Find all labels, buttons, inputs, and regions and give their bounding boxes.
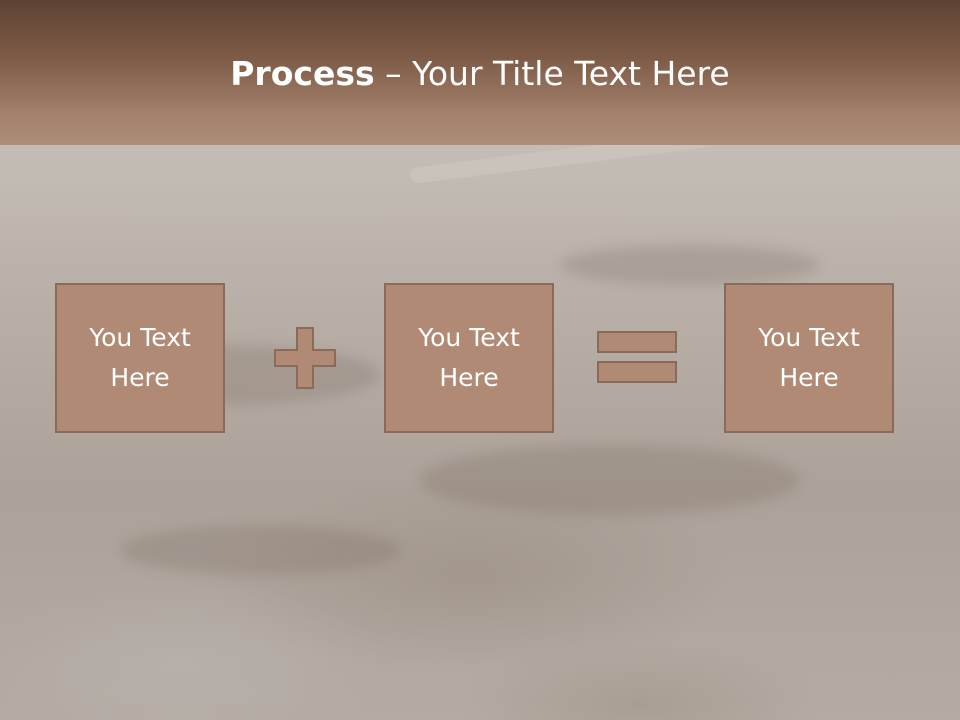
process-box-1: You Text Here: [55, 283, 225, 433]
title-bold: Process: [230, 54, 375, 93]
title-bar: Process – Your Title Text Here: [0, 0, 960, 145]
plus-icon: [274, 327, 336, 389]
title-rest: – Your Title Text Here: [374, 54, 730, 93]
process-box-2: You Text Here: [384, 283, 554, 433]
process-box-1-text: You Text Here: [89, 323, 191, 392]
process-box-3-text: You Text Here: [758, 323, 860, 392]
process-box-3: You Text Here: [724, 283, 894, 433]
process-box-2-text: You Text Here: [418, 323, 520, 392]
equals-icon: [597, 331, 677, 383]
slide-title: Process – Your Title Text Here: [0, 52, 960, 96]
